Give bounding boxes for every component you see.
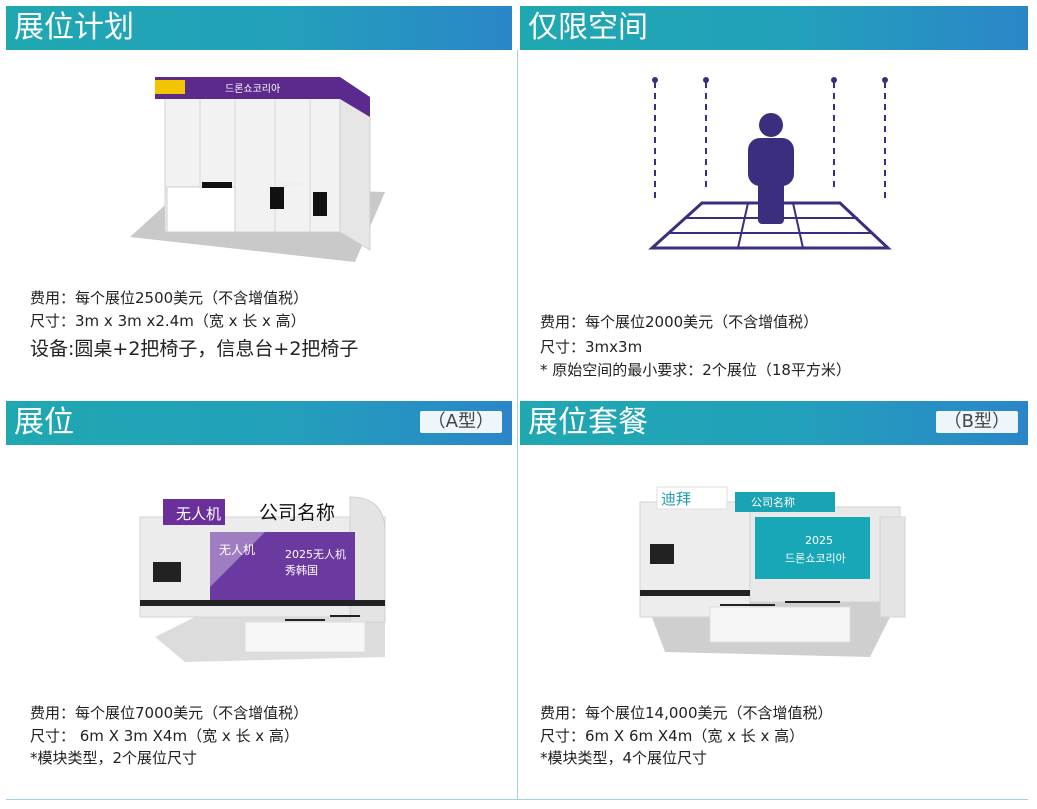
header-space-only: 仅限空间 xyxy=(520,6,1028,50)
bl-module: *模块类型，2个展位尺寸 xyxy=(30,749,198,767)
booth-a-illustration: 无人机 公司名称 无人机 2025无人机 秀韩国 xyxy=(139,496,386,662)
booth-b-sign-right: 公司名称 xyxy=(751,495,795,509)
booth-b-screen-line2: 드론쇼코리아 xyxy=(785,552,846,565)
booth-a-screen-line3: 秀韩国 xyxy=(285,563,318,577)
booth-a-screen-line1: 无人机 xyxy=(219,543,255,557)
tl-equipment: 设备:圆桌+2把椅子，信息台+2把椅子 xyxy=(30,338,359,360)
panel-title: 仅限空间 xyxy=(528,10,648,45)
panel-title: 展位 xyxy=(14,405,74,440)
panel-title: 展位计划 xyxy=(14,10,134,45)
bottom-divider xyxy=(6,799,1028,800)
shell-booth-illustration: 드론쇼코리아 xyxy=(130,77,385,262)
shell-sign-text: 드론쇼코리아 xyxy=(225,83,280,95)
type-tag: （B型） xyxy=(935,411,1018,433)
booth-a-screen-line2: 2025无人机 xyxy=(285,547,346,561)
booth-b-screen-line1: 2025 xyxy=(805,534,833,547)
space-only-illustration xyxy=(648,77,892,250)
tr-size: 尺寸：3mx3m xyxy=(540,338,643,356)
header-booth-a: 展位 （A型） xyxy=(6,401,512,445)
tl-price: 费用：每个展位2500美元（不含增值税） xyxy=(30,289,309,307)
header-booth-package: 展位套餐 （B型） xyxy=(520,401,1028,445)
tr-requirement: * 原始空间的最小要求：2个展位（18平方米） xyxy=(540,361,851,379)
tr-price: 费用：每个展位2000美元（不含增值税） xyxy=(540,313,819,331)
vertical-divider xyxy=(517,50,518,800)
booth-a-sign-left: 无人机 xyxy=(176,505,221,523)
bl-size: 尺寸： 6m X 3m X4m（宽 x 长 x 高） xyxy=(30,727,299,745)
booth-b-illustration: 迪拜 公司名称 2025 드론쇼코리아 xyxy=(639,486,906,657)
type-tag: （A型） xyxy=(419,411,502,433)
bl-price: 费用：每个展位7000美元（不含增值税） xyxy=(30,704,309,722)
booth-a-sign-right: 公司名称 xyxy=(259,502,335,524)
br-module: *模块类型，4个展位尺寸 xyxy=(540,749,708,767)
br-price: 费用：每个展位14,000美元（不含增值税） xyxy=(540,704,833,722)
br-size: 尺寸：6m X 6m X4m（宽 x 长 x 高） xyxy=(540,727,805,745)
tl-size: 尺寸：3m x 3m x2.4m（宽 x 长 x 高） xyxy=(30,312,306,330)
panel-title: 展位套餐 xyxy=(528,405,648,440)
header-booth-plan: 展位计划 xyxy=(6,6,512,50)
booth-b-sign-left: 迪拜 xyxy=(661,490,691,508)
